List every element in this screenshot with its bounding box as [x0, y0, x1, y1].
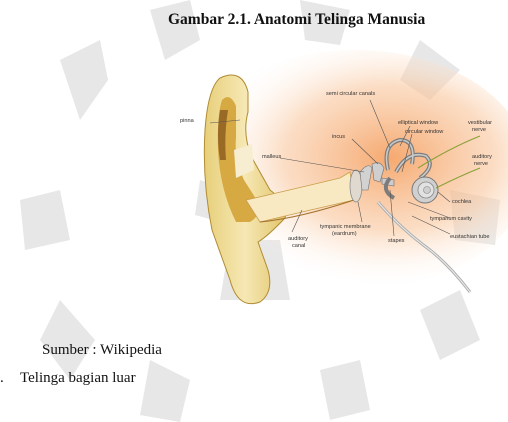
label-cochlea: cochlea	[452, 199, 472, 205]
label-stapes: stapes	[388, 238, 405, 244]
figure-source: Sumber : Wikipedia	[42, 342, 162, 359]
label-tympanic-membrane-2: (eardrum)	[332, 231, 357, 237]
label-eustachian-tube: eustachian tube	[450, 234, 490, 240]
label-circular-window: circular window	[405, 129, 444, 135]
label-auditory-canal-2: canal	[292, 243, 305, 249]
label-vestibular-nerve: vestibular	[468, 120, 492, 126]
section-heading: .Telinga bagian luar	[0, 370, 136, 387]
figure-caption: Gambar 2.1. Anatomi Telinga Manusia	[168, 11, 425, 29]
section-number: .	[0, 370, 20, 387]
ear-anatomy-figure: pinna semi circular canals incus ellipti…	[150, 40, 508, 340]
label-elliptical-window: elliptical window	[398, 120, 439, 126]
label-auditory-nerve-2: nerve	[474, 161, 488, 167]
label-incus: incus	[332, 134, 345, 140]
label-vestibular-nerve-2: nerve	[472, 127, 486, 133]
label-pinna: pinna	[180, 118, 195, 124]
label-tympanum-cavity: tympanum cavity	[430, 216, 472, 222]
label-tympanic-membrane: tympanic membrane	[320, 224, 371, 230]
label-auditory-nerve: auditory	[472, 154, 492, 160]
label-malleus: malleus	[262, 154, 281, 160]
label-semi-circular-canals: semi circular canals	[326, 91, 375, 97]
section-title: Telinga bagian luar	[20, 370, 136, 386]
cochlea-shape	[412, 177, 438, 203]
label-auditory-canal: auditory	[288, 236, 308, 242]
